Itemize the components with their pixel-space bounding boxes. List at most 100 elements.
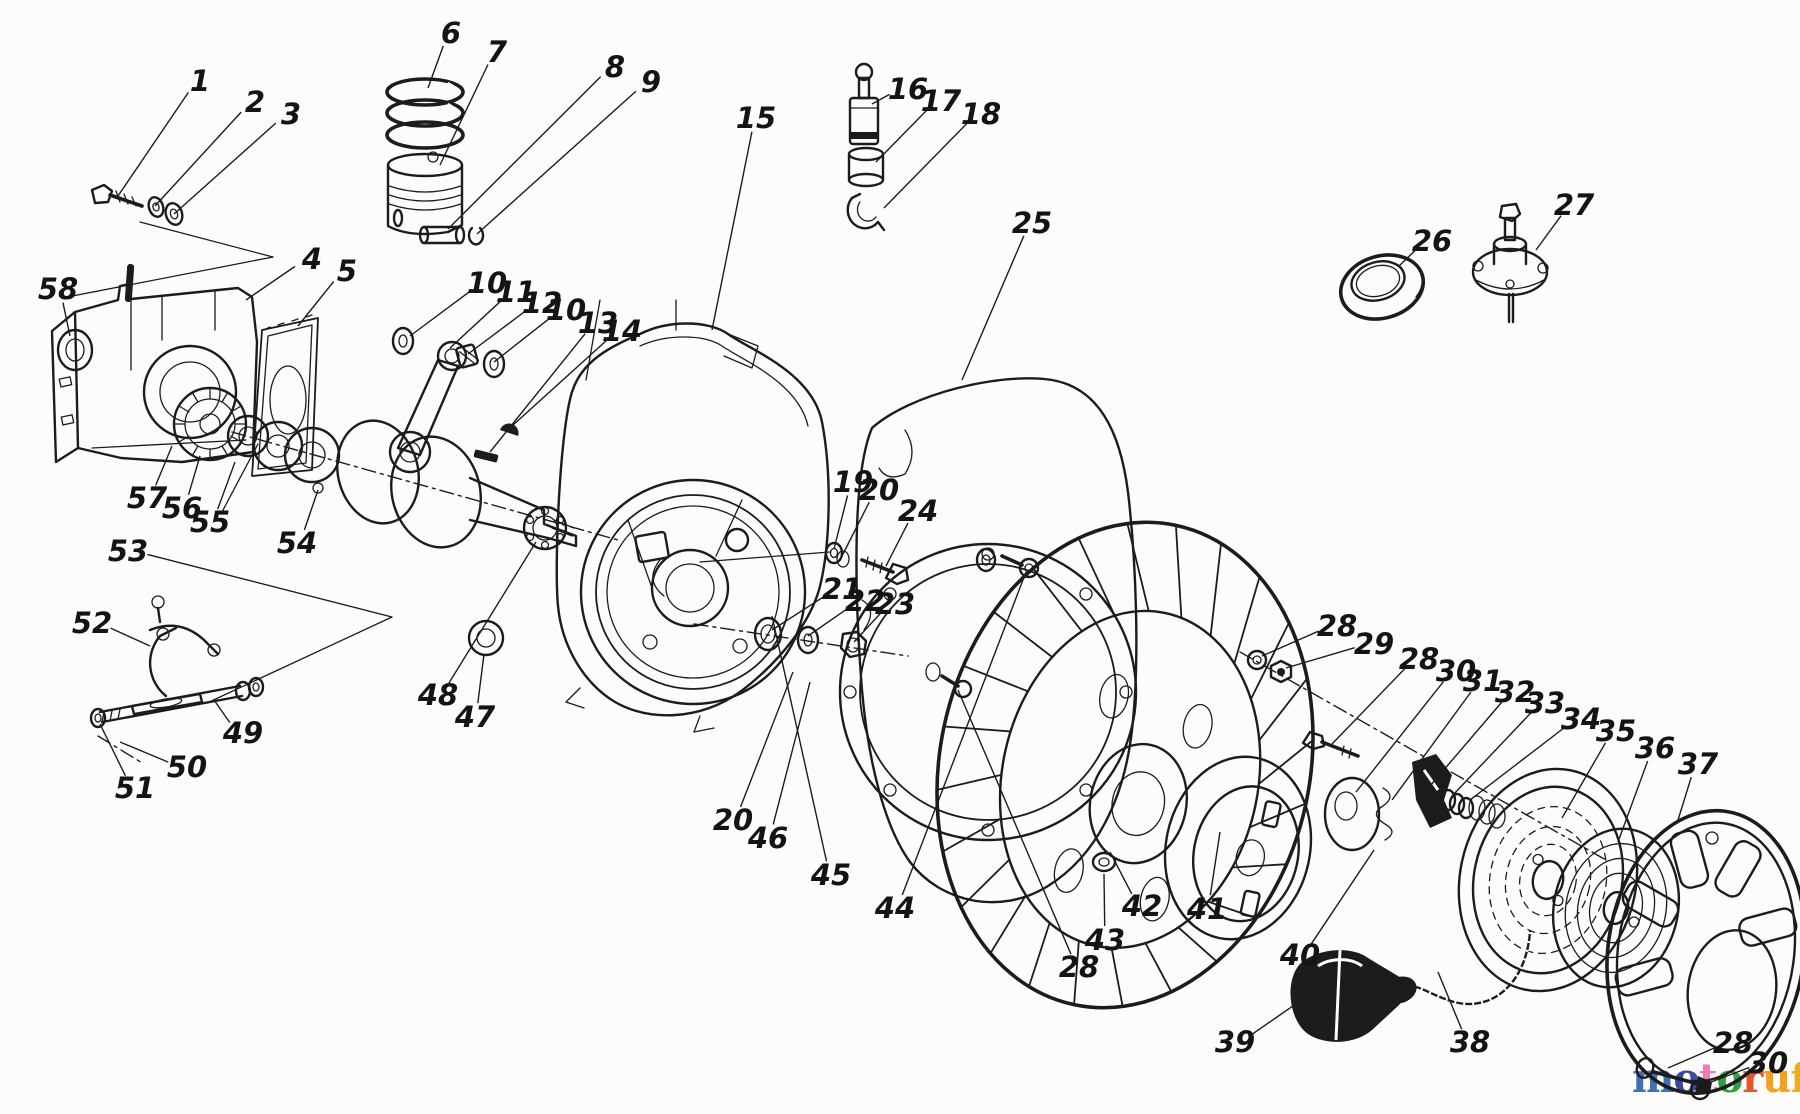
callout-leader-20 <box>739 671 794 808</box>
callout-number-1: 1 <box>190 64 210 98</box>
flywheel-fin <box>1028 922 1051 988</box>
callout-number-50: 50 <box>167 750 207 784</box>
callout-number-53: 53 <box>108 534 148 568</box>
callout-number-38: 38 <box>1450 1025 1490 1059</box>
callout-number-15: 15 <box>736 101 776 135</box>
callout-number-43: 43 <box>1084 923 1125 957</box>
callout-leader-43 <box>1103 873 1106 927</box>
callout-leader-34 <box>1469 726 1566 801</box>
flywheel-fin <box>1077 537 1116 617</box>
callout-leader-35 <box>1561 742 1607 819</box>
assembly-guide-lines <box>61 221 1607 861</box>
callout-number-17: 17 <box>921 84 962 118</box>
flywheel-fin <box>1250 621 1290 701</box>
flywheel-fin <box>960 858 1011 909</box>
callout-number-13: 13 <box>578 306 618 340</box>
callout-number-2: 2 <box>245 85 265 119</box>
callout-leader-10 <box>409 290 471 337</box>
flywheel-fin <box>1177 926 1218 963</box>
callout-leader-14 <box>511 339 608 427</box>
callout-leader-5 <box>297 281 335 327</box>
callout-number-14: 14 <box>602 314 642 348</box>
starter-cup-drawing <box>1163 755 1313 941</box>
callout-leader-4 <box>245 265 296 301</box>
callout-leader-21 <box>771 595 826 631</box>
callout-leader-17 <box>875 110 927 163</box>
callout-number-55: 55 <box>190 505 230 539</box>
callout-leader-25 <box>961 235 1025 381</box>
callout-leader-30 <box>1705 1066 1750 1085</box>
callout-leader-39 <box>1251 989 1317 1036</box>
callout-leader-52 <box>110 627 151 647</box>
callout-number-20: 20 <box>713 803 753 837</box>
washer-19-20-drawing <box>824 541 850 568</box>
callout-number-3: 3 <box>281 97 301 131</box>
callout-number-54: 54 <box>277 526 317 560</box>
callout-number-4: 4 <box>301 242 322 276</box>
callout-number-36: 36 <box>1635 731 1675 765</box>
callout-number-57: 57 <box>127 481 168 515</box>
starter-cover-drawing <box>1605 808 1800 1101</box>
callout-number-23: 23 <box>875 587 915 621</box>
callout-leader-20 <box>841 501 870 557</box>
callout-number-22: 22 <box>845 584 885 618</box>
piston-drawing <box>386 151 464 236</box>
callout-leader-42 <box>1109 851 1133 895</box>
flywheel-fin <box>1110 946 1124 1008</box>
callout-number-8: 8 <box>605 50 625 84</box>
assembly-line <box>699 551 831 563</box>
callout-leader-53 <box>147 553 393 618</box>
engine-cover-drawing <box>838 377 1138 904</box>
callout-leader-54 <box>303 489 319 531</box>
flywheel-fin <box>943 725 1012 733</box>
callout-number-48: 48 <box>417 678 458 712</box>
callout-number-29: 29 <box>1354 627 1394 661</box>
callout-leader-1 <box>117 92 189 197</box>
wrist-pin-drawing <box>418 225 466 245</box>
flywheel-fin <box>936 773 1003 791</box>
callout-number-46: 46 <box>747 821 788 855</box>
callout-leader-56 <box>187 455 201 495</box>
callout-leader-32 <box>1429 701 1503 787</box>
callout-number-28: 28 <box>1399 642 1439 676</box>
flywheel-fin <box>1144 942 1173 993</box>
callout-number-28: 28 <box>1317 609 1357 643</box>
callout-number-40: 40 <box>1279 938 1320 972</box>
flywheel-fin <box>1231 863 1288 869</box>
callout-leader-27 <box>1535 215 1562 251</box>
callout-number-5: 5 <box>337 254 357 288</box>
callout-number-30: 30 <box>1748 1046 1788 1080</box>
gasket-drawing <box>251 314 319 477</box>
callout-leader-22 <box>807 607 849 637</box>
callout-leader-45 <box>771 615 828 862</box>
callout-number-58: 58 <box>38 272 78 306</box>
callout-number-31: 31 <box>1463 664 1503 698</box>
assembly-line <box>97 735 145 765</box>
callout-leader-55 <box>217 461 236 510</box>
callout-number-52: 52 <box>72 606 112 640</box>
callout-leader-37 <box>1677 776 1692 821</box>
callout-leader-57 <box>155 445 173 486</box>
callout-leader-13 <box>489 333 586 453</box>
callout-leader-51 <box>99 723 127 777</box>
assembly-line <box>221 443 259 513</box>
callout-leader-2 <box>154 111 242 207</box>
flywheel-fin <box>1175 524 1183 619</box>
callout-leader-11 <box>449 300 502 349</box>
governor-fork-drawing <box>148 595 221 698</box>
callout-number-12: 12 <box>522 286 562 320</box>
callout-leader-9 <box>476 90 637 235</box>
callout-number-44: 44 <box>874 891 915 925</box>
callout-number-7: 7 <box>487 35 508 69</box>
callout-number-19: 19 <box>833 465 873 499</box>
callout-leader-15 <box>711 131 753 331</box>
callout-leader-18 <box>883 123 968 209</box>
callout-leader-48 <box>448 541 537 684</box>
callout-number-16: 16 <box>888 72 928 106</box>
callout-leader-44 <box>901 571 1027 896</box>
flywheel-fin <box>1126 522 1150 612</box>
gear-cluster-drawing <box>172 386 341 494</box>
bolt-and-washers-drawing <box>90 183 184 226</box>
callout-number-21: 21 <box>822 572 862 606</box>
